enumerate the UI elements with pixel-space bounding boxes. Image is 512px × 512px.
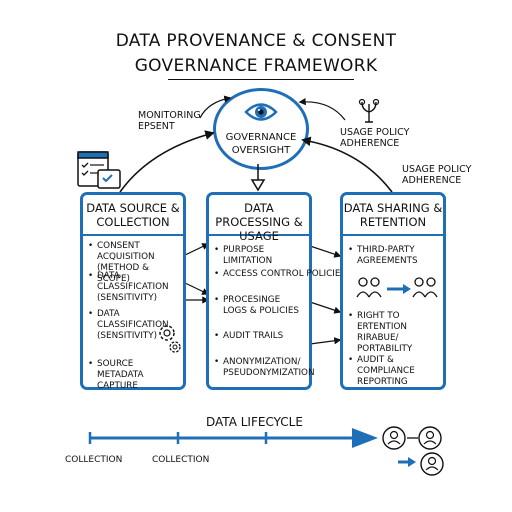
diagram-title-line2: GOVERNANCE FRAMEWORK [134,56,378,76]
list-item: •ACCESS CONTROL POLICIES [214,269,347,279]
usage-policy-label-top: USAGE POLICY ADHERENCE [340,127,410,149]
arrow-monitoring [199,95,232,119]
list-item: •AUDIT TRAILS [214,331,284,341]
monitoring-label: MONITORING EPSENT [138,110,201,132]
lifecycle-stage-label: COLLECTION [65,455,123,465]
list-item: •THIRD-PARTY AGREEMENTS [348,245,418,266]
list-item: •DATA CLASSIFICATION (SENSITIVITY) [88,271,169,303]
arrow-usage-policy [298,98,346,121]
checklist-icon [77,151,121,189]
lifecycle-stage-label: COLLECTION [152,455,210,465]
user-icon [382,426,444,476]
arrow-oversight-to-processing [250,164,266,192]
list-item: •SOURCE METADATA CAPTURE [88,359,144,391]
arrow-oversight-to-sharing [301,136,393,193]
oversight-label: GOVERNANCE OVERSIGHT [225,132,297,156]
arrow-source-to-oversight [119,130,215,193]
title-underline [168,79,354,80]
list-item: •ANONYMIZATION/ PSEUDONYMIZATION [214,357,315,378]
list-item: •DATA CLASSIFICATION (SENSITIVITY) [88,309,169,341]
stage-box-source-collection: DATA SOURCE & COLLECTION •CONSENT ACQUIS… [80,192,186,391]
gear-icon [159,325,181,353]
stage-heading: DATA SHARING & RETENTION [343,195,443,236]
stage-heading: DATA PROCESSING & USAGE [209,195,309,243]
list-item: •CONSENT ACQUISITION (METHOD & SCOPE) [88,241,155,284]
plant-icon [358,98,380,123]
list-item: •PROCESINGE LOGS & POLICIES [214,295,299,316]
stage-box-sharing-retention: DATA SHARING & RETENTION •THIRD-PARTY AG… [340,192,446,390]
lifecycle-title: DATA LIFECYCLE [206,415,303,429]
stage-heading: DATA SOURCE & COLLECTION [83,195,183,236]
stage-box-processing-usage: DATA PROCESSING & USAGE •PURPOSE LIMITAT… [206,192,347,390]
diagram-title-line1: DATA PROVENANCE & CONSENT [115,31,397,51]
list-item: •RIGHT TO ERTENTION RIRABUE/ PORTABILITY [348,311,413,354]
usage-policy-label-right: USAGE POLICY ADHERENCE [402,164,472,186]
list-item: •AUDIT & COMPLIANCE REPORTING [348,355,415,387]
list-item: •PURPOSE LIMITATION [214,245,273,266]
eye-icon [244,103,278,121]
people-transfer-icon [356,277,438,298]
